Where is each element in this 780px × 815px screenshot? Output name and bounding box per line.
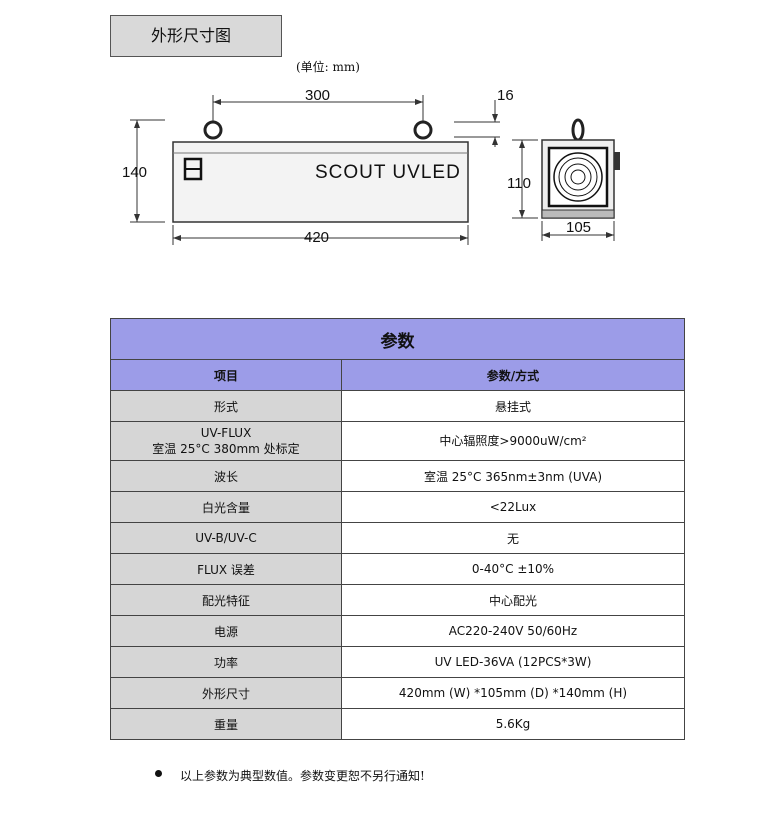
dimension-drawing: 300 SCOUT UVLED 140 420 16 110 1 [122,87,620,246]
table-row: 外形尺寸 420mm (W) *105mm (D) *140mm (H) [110,677,685,709]
row-value: 中心辐照度>9000uW/cm² [341,421,685,461]
row-value: 420mm (W) *105mm (D) *140mm (H) [341,677,685,709]
table-row: 重量 5.6Kg [110,708,685,740]
row-item: FLUX 误差 [110,553,342,585]
row-value: 中心配光 [341,584,685,616]
table-row: 配光特征 中心配光 [110,584,685,616]
row-item: 白光含量 [110,491,342,523]
dim-height: 140 [122,164,147,181]
unit-note: (单位: mm) [296,60,360,74]
bullet-icon [155,770,162,777]
row-item-line2: 室温 25°C 380mm 处标定 [152,442,300,456]
row-item: UV-FLUX 室温 25°C 380mm 处标定 [110,421,342,461]
parameter-table: 参数 项目 参数/方式 形式 悬挂式 UV-FLUX 室温 25°C 380mm… [110,318,685,740]
row-item: 配光特征 [110,584,342,616]
drawing-title: 外形尺寸图 [110,15,282,57]
front-hook-right [413,120,433,140]
row-value: AC220-240V 50/60Hz [341,615,685,647]
row-value: <22Lux [341,491,685,523]
row-value: 5.6Kg [341,708,685,740]
row-item: 电源 [110,615,342,647]
dim-side-height: 110 [507,175,531,192]
fan-icon [553,152,603,202]
column-header-value: 参数/方式 [341,359,685,391]
row-item: 功率 [110,646,342,678]
dim-width: 420 [304,229,329,246]
table-row: UV-FLUX 室温 25°C 380mm 处标定 中心辐照度>9000uW/c… [110,421,685,461]
row-value: 室温 25°C 365nm±3nm (UVA) [341,460,685,492]
dim-side-depth: 105 [566,219,591,236]
row-item: UV-B/UV-C [110,522,342,554]
dim-hook-spacing: 300 [305,87,330,104]
row-value: 无 [341,522,685,554]
row-item-line1: UV-FLUX [200,426,252,440]
front-view-body [172,141,469,223]
table-row: 白光含量 <22Lux [110,491,685,523]
table-row: FLUX 误差 0-40°C ±10% [110,553,685,585]
front-brand-label: SCOUT UVLED [315,162,461,183]
table-heading: 参数 [110,318,685,360]
row-item: 外形尺寸 [110,677,342,709]
table-row: UV-B/UV-C 无 [110,522,685,554]
row-value: 悬挂式 [341,390,685,422]
side-hook [571,118,585,142]
row-value: UV LED-36VA (12PCS*3W) [341,646,685,678]
table-row: 功率 UV LED-36VA (12PCS*3W) [110,646,685,678]
dim-side-hook: 16 [497,87,514,104]
row-value: 0-40°C ±10% [341,553,685,585]
front-hook-left [203,120,223,140]
row-item: 形式 [110,390,342,422]
row-item: 波长 [110,460,342,492]
table-row: 电源 AC220-240V 50/60Hz [110,615,685,647]
table-row: 形式 悬挂式 [110,390,685,422]
table-row: 波长 室温 25°C 365nm±3nm (UVA) [110,460,685,492]
footnote: 以上参数为典型数值。参数变更恕不另行通知! [180,769,425,783]
column-header-item: 项目 [110,359,342,391]
row-item: 重量 [110,708,342,740]
